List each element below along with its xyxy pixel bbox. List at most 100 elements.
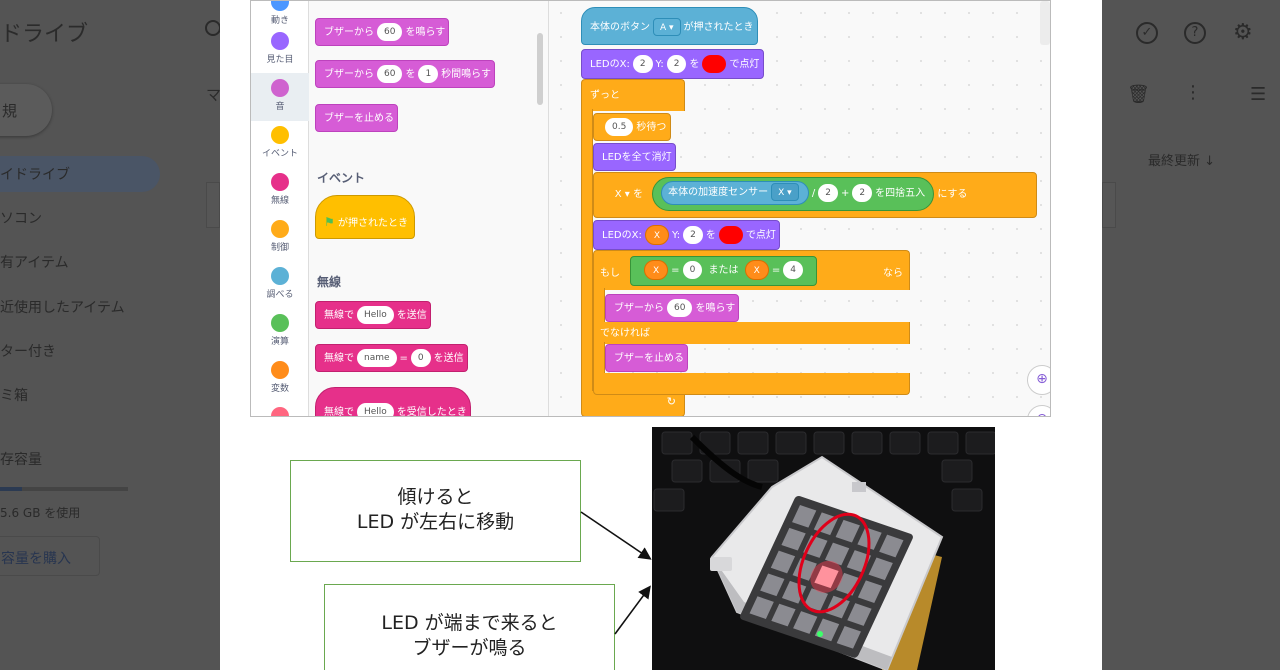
category-control[interactable]: 制御 bbox=[251, 220, 309, 253]
sort-label[interactable]: 最終更新 ↓ bbox=[1148, 150, 1215, 169]
wait-value[interactable]: 0.5 bbox=[605, 118, 634, 136]
wireless-kv-name[interactable]: name bbox=[357, 349, 397, 367]
category-more[interactable] bbox=[251, 407, 309, 416]
more-icon[interactable]: ⋮ bbox=[1184, 82, 1202, 103]
buzzer-secs-value[interactable]: 60 bbox=[377, 65, 403, 83]
category-wireless[interactable]: 無線 bbox=[251, 173, 309, 206]
cond1-value[interactable]: 0 bbox=[682, 261, 703, 279]
div-value[interactable]: 2 bbox=[818, 184, 838, 202]
nav-shared[interactable]: 有アイテム bbox=[0, 255, 69, 271]
category-sound-label: 音 bbox=[275, 102, 285, 112]
set-var-post: にする bbox=[937, 189, 968, 200]
nav-computers[interactable]: ソコン bbox=[0, 211, 42, 227]
led2-color-swatch[interactable] bbox=[718, 226, 743, 244]
led-off-label: LEDを全て消灯 bbox=[602, 152, 672, 163]
palette-flag-clicked-block[interactable]: ⚑ が押されたとき bbox=[315, 195, 416, 239]
led2-post: で点灯 bbox=[745, 230, 776, 241]
category-sound[interactable]: 音 bbox=[251, 79, 309, 112]
then-play-value[interactable]: 60 bbox=[667, 299, 693, 317]
nav-recent[interactable]: 近使用したアイテム bbox=[0, 300, 125, 316]
nav-my-drive[interactable]: イドライブ bbox=[0, 156, 160, 192]
cond2-variable[interactable]: X bbox=[744, 260, 769, 280]
led1-x[interactable]: 2 bbox=[632, 55, 653, 73]
category-motion[interactable]: 動き bbox=[251, 1, 309, 26]
nav-starred[interactable]: ター付き bbox=[0, 344, 56, 360]
buzzer-play-value[interactable]: 60 bbox=[377, 23, 403, 41]
axis-dropdown[interactable]: X ▾ bbox=[771, 183, 799, 201]
cond1-variable[interactable]: X bbox=[644, 260, 669, 280]
forever-label: ずっと bbox=[590, 90, 620, 101]
variables-dot-icon bbox=[271, 361, 289, 379]
category-events[interactable]: イベント bbox=[251, 126, 309, 159]
plus-value[interactable]: 2 bbox=[852, 184, 873, 202]
category-wireless-label: 無線 bbox=[270, 196, 289, 206]
if-bottom bbox=[593, 373, 910, 395]
led1-wo: を bbox=[689, 59, 700, 70]
if-top[interactable]: もし X=0 または X=4 なら bbox=[593, 250, 910, 290]
palette-scrollbar[interactable] bbox=[537, 33, 543, 105]
category-operators[interactable]: 演算 bbox=[251, 314, 309, 347]
set-var-dropdown[interactable]: X ▾ bbox=[614, 189, 630, 200]
nav-trash[interactable]: ミ箱 bbox=[0, 388, 28, 404]
wireless-dot-icon bbox=[271, 173, 289, 191]
or-operator-reporter[interactable]: X=0 または X=4 bbox=[630, 256, 817, 286]
callout-edge-line1: LED が端まで来ると bbox=[381, 612, 558, 634]
workspace-scrollbar[interactable] bbox=[1040, 1, 1050, 45]
wireless-kv-value[interactable]: 0 bbox=[410, 349, 431, 367]
control-dot-icon bbox=[271, 220, 289, 238]
hat-post: が押されたとき bbox=[683, 22, 754, 33]
forever-top[interactable]: ずっと bbox=[581, 79, 685, 111]
search-icon[interactable] bbox=[205, 20, 221, 36]
new-button[interactable]: 規 bbox=[0, 84, 52, 136]
arrow-tilt bbox=[580, 511, 652, 560]
cond2-value[interactable]: 4 bbox=[783, 261, 803, 279]
zoom-in-icon[interactable]: ⊕ bbox=[1027, 365, 1050, 395]
zoom-out-icon[interactable]: ⊖ bbox=[1027, 405, 1050, 416]
trash-icon[interactable]: 🗑 bbox=[1127, 84, 1150, 105]
ready-offline-icon[interactable]: ✓ bbox=[1136, 22, 1158, 44]
left-edge-card bbox=[206, 182, 220, 228]
led2-y[interactable]: 2 bbox=[683, 226, 703, 244]
category-looks[interactable]: 見た目 bbox=[251, 32, 309, 65]
help-icon[interactable]: ? bbox=[1184, 22, 1206, 44]
led2-x-variable[interactable]: X bbox=[644, 225, 669, 245]
led1-color-swatch[interactable] bbox=[702, 55, 727, 73]
category-sensing[interactable]: 調べる bbox=[251, 267, 309, 300]
new-button-label: 規 bbox=[2, 102, 18, 120]
button-dropdown[interactable]: A ▾ bbox=[653, 18, 681, 36]
script-led-off-block[interactable]: LEDを全て消灯 bbox=[593, 143, 676, 171]
script-buzzer-stop-block[interactable]: ブザーを止める bbox=[605, 344, 689, 372]
buzzer-secs-post: 秒間鳴らす bbox=[441, 69, 491, 80]
list-view-icon[interactable]: ☰ bbox=[1250, 84, 1267, 105]
palette-buzzer-stop-block[interactable]: ブザーを止める bbox=[315, 104, 399, 132]
led1-y[interactable]: 2 bbox=[666, 55, 687, 73]
nav-storage[interactable]: 存容量 bbox=[0, 452, 42, 468]
category-variables[interactable]: 変数 bbox=[251, 361, 309, 394]
wireless-receive-value[interactable]: Hello bbox=[357, 403, 394, 416]
settings-icon[interactable]: ⚙ bbox=[1233, 20, 1253, 45]
arrow-down-icon: ↓ bbox=[1204, 154, 1216, 169]
buzzer-secs-pre: ブザーから bbox=[324, 69, 374, 80]
callout-arrows bbox=[580, 511, 652, 635]
buzzer-play-post: を鳴らす bbox=[405, 27, 446, 38]
device-photo bbox=[652, 427, 995, 670]
buzzer-secs-seconds[interactable]: 1 bbox=[418, 65, 439, 83]
wireless-send-value[interactable]: Hello bbox=[357, 306, 394, 324]
category-column: 動き 見た目 音 イベント 無線 制御 調べる 演算 変数 bbox=[251, 1, 309, 416]
buy-storage-button[interactable]: 容量を購入 bbox=[0, 536, 100, 576]
